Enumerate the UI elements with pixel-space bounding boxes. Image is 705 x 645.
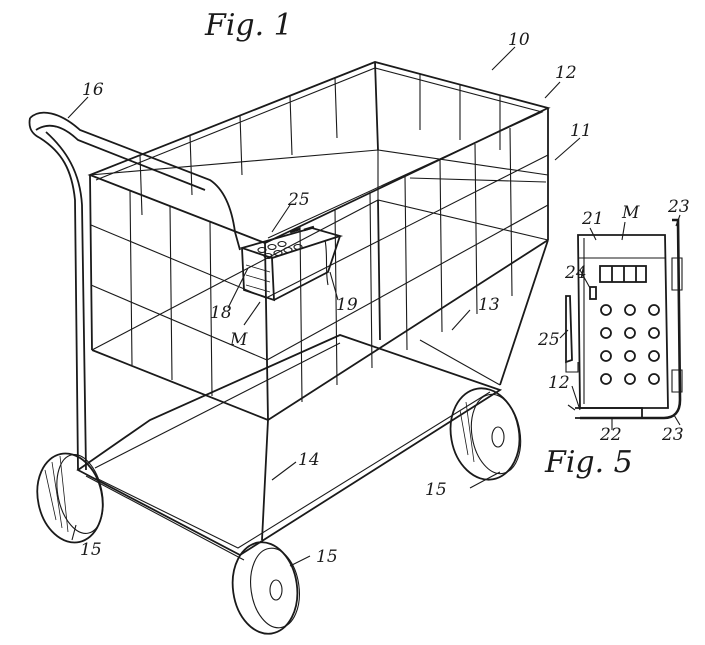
basket-top-rim	[87, 61, 551, 244]
ref-handle: 16	[82, 80, 104, 100]
ref-wheel-right: 15	[425, 480, 447, 500]
basket-back-wires	[89, 74, 549, 216]
ref-clip-bottom: 23	[661, 425, 684, 445]
ref-wheel-left: 15	[80, 540, 102, 560]
basket-bottom	[91, 239, 549, 422]
ref-keypad: 25	[287, 190, 310, 210]
ref-frame: 14	[298, 450, 320, 470]
ref-housing: 21	[581, 209, 604, 229]
basket-front-bands	[90, 154, 549, 361]
stylus	[565, 295, 579, 373]
basket-front-wires	[129, 189, 213, 397]
module-base	[575, 407, 643, 419]
wheel-left	[36, 452, 104, 544]
ref-wheel-front: 15	[316, 547, 338, 567]
ref-indicator: 24	[564, 263, 587, 283]
basket-edges	[89, 61, 549, 421]
fig-1-cart	[28, 46, 581, 635]
handle	[29, 111, 241, 251]
leader-lines-fig1	[67, 46, 581, 567]
ref-bracket: 18	[210, 303, 232, 323]
ref-base: 22	[599, 425, 622, 445]
fig-5-module	[559, 214, 683, 430]
ref-basket: 11	[570, 121, 592, 141]
keypad-buttons	[600, 304, 660, 385]
ref-clip-top: 23	[667, 197, 690, 217]
wheel-right	[449, 387, 522, 481]
lower-frame	[76, 334, 503, 557]
mounting-clip	[580, 218, 683, 420]
wheel-front	[231, 541, 300, 635]
ref-cable: 19	[336, 295, 358, 315]
fig-1-title: Fig. 1	[204, 8, 293, 43]
ref-rim: 12	[555, 63, 577, 83]
leader-lines-fig5	[559, 214, 681, 430]
display-window	[599, 265, 647, 283]
module-housing	[577, 234, 669, 409]
module-m	[238, 225, 344, 302]
ref-module: M	[229, 330, 248, 350]
ref-cart: 10	[508, 30, 530, 50]
ref-module-5: M	[621, 203, 640, 223]
basket-side-wires	[299, 127, 513, 403]
ref-rim-5: 12	[548, 373, 570, 393]
ref-stylus: 25	[537, 330, 560, 350]
ref-side: 13	[478, 295, 500, 315]
fig-5-title: Fig. 5	[544, 445, 633, 480]
indicator-light	[589, 286, 597, 300]
